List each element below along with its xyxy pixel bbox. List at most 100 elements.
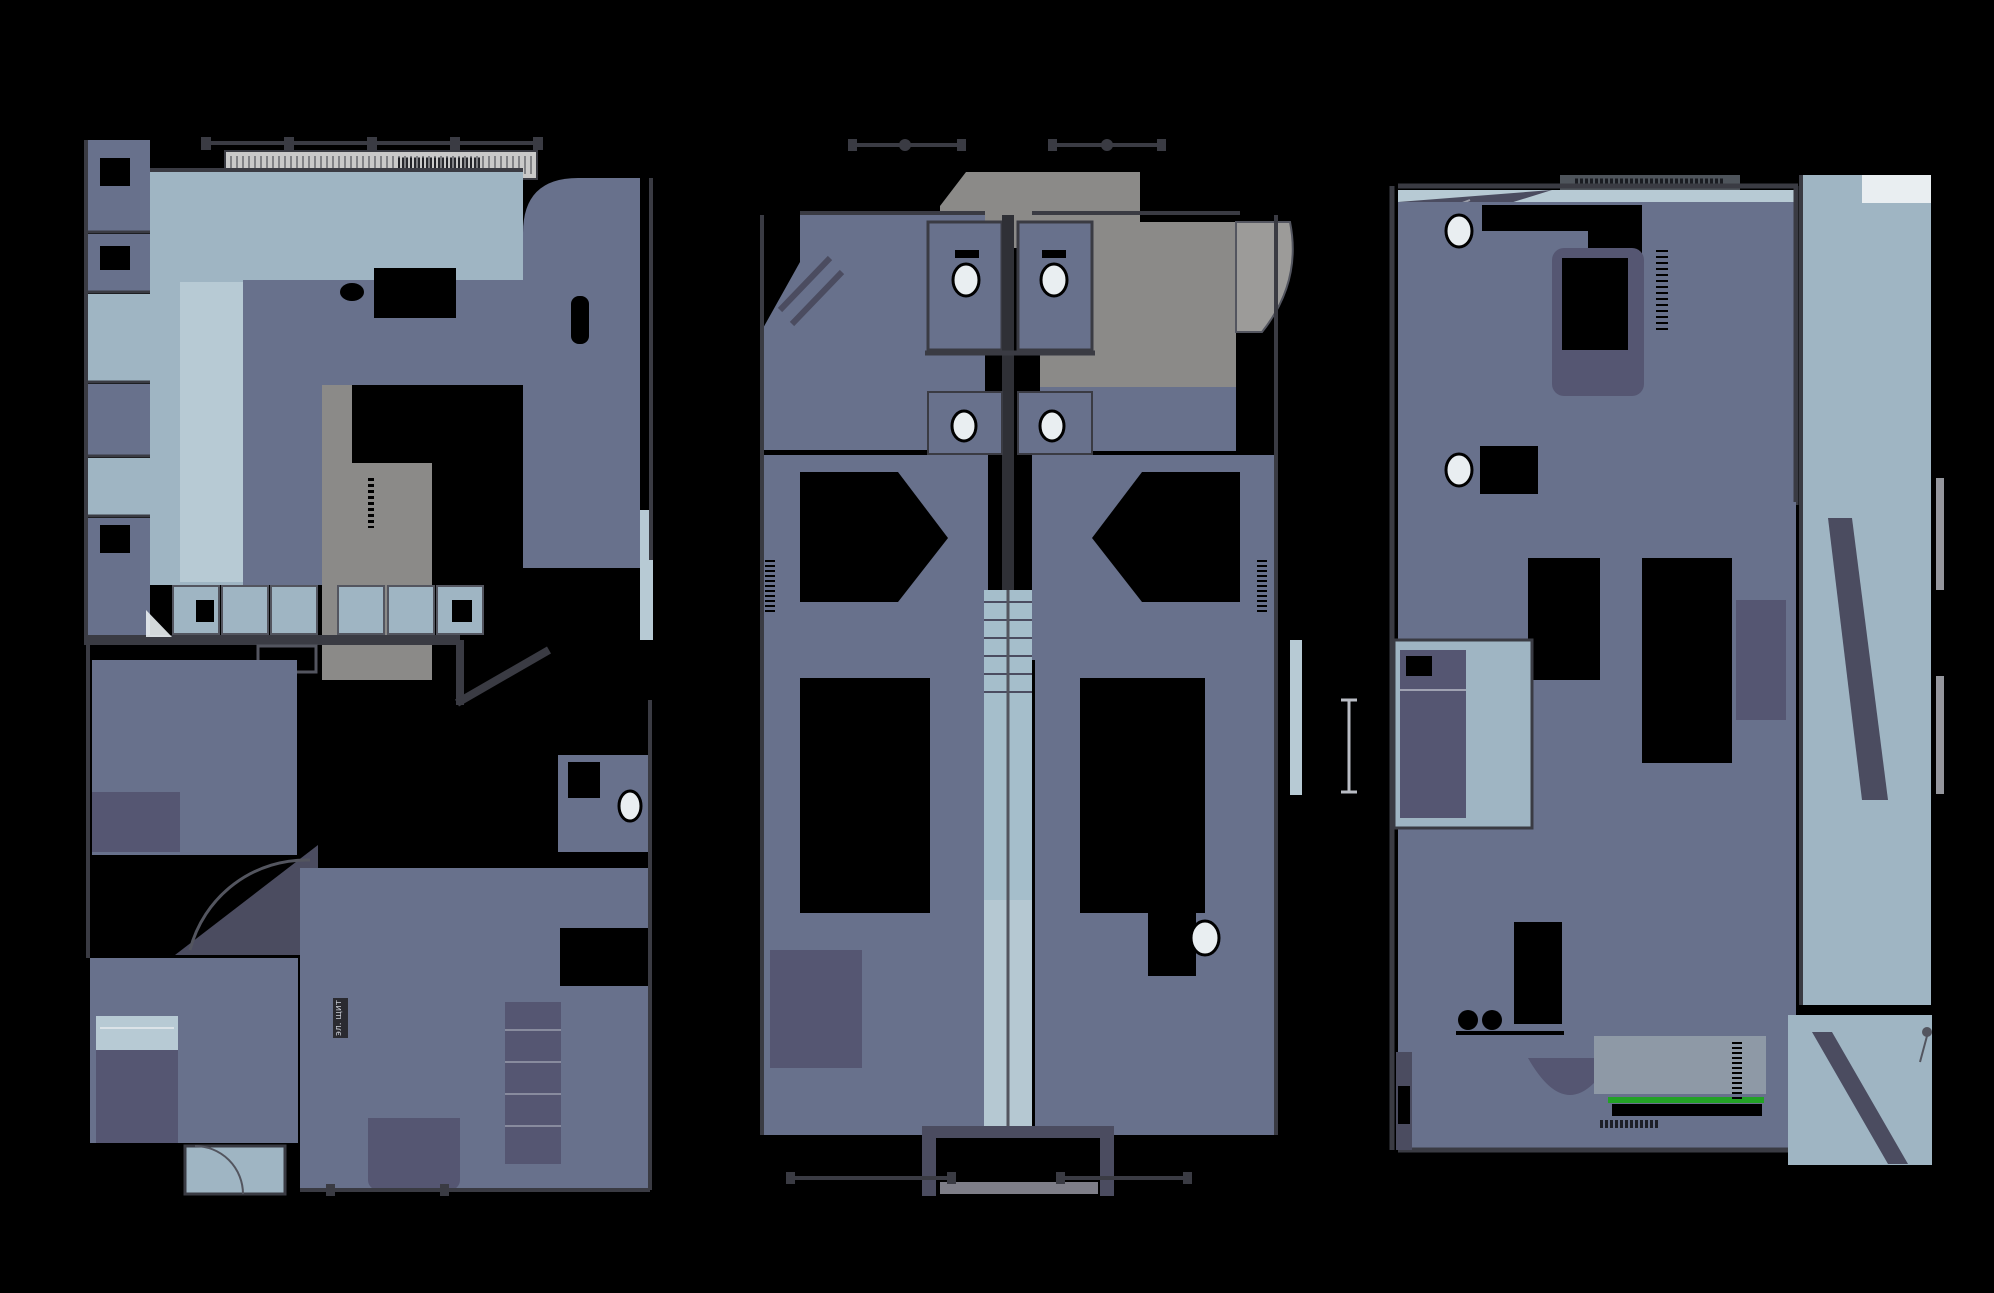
rail-post — [1048, 139, 1057, 151]
closet-cell — [337, 585, 385, 635]
toilet-tank — [955, 250, 979, 258]
rail-post — [957, 139, 966, 151]
plan-right — [1389, 175, 1944, 1165]
room-void — [1528, 558, 1600, 680]
work-table — [1514, 922, 1562, 1024]
bathroom-2 — [927, 391, 1003, 455]
rail-post — [284, 137, 294, 150]
dormer — [1235, 221, 1294, 333]
balcony-notch — [1862, 175, 1931, 203]
attic-corner-cut — [940, 172, 966, 206]
rail-post — [201, 137, 211, 150]
rail-post — [848, 139, 857, 151]
toilet — [950, 409, 978, 443]
plan-middle — [760, 139, 1357, 1196]
rounded-room — [523, 178, 640, 568]
rail-post — [367, 137, 377, 150]
pillow — [1406, 656, 1432, 676]
rail-post — [786, 1172, 795, 1184]
bath-fixture — [568, 762, 600, 798]
chair — [1482, 1010, 1502, 1030]
door-leaf-strip — [1290, 640, 1302, 795]
vanity — [1148, 898, 1196, 976]
plan-left — [84, 137, 653, 1196]
bed-dark — [1092, 472, 1240, 602]
bed — [1400, 650, 1466, 818]
rail-post — [533, 137, 543, 150]
portal-jamb — [922, 1138, 936, 1196]
room-void — [1642, 558, 1732, 763]
survey-pin-stem — [1919, 1035, 1928, 1063]
long-desk — [1594, 1036, 1766, 1094]
survey-pin — [1922, 1027, 1932, 1037]
fixture — [1480, 446, 1538, 494]
edge-strip — [1936, 676, 1944, 794]
closet-cell — [436, 585, 484, 635]
toilet — [617, 789, 643, 823]
shelving — [505, 1002, 561, 1164]
toilet-tank — [1042, 250, 1066, 258]
toilet — [951, 262, 981, 298]
window-slot — [571, 296, 589, 344]
cell-door-glyph — [100, 158, 130, 186]
portal-void — [936, 1138, 1100, 1182]
storage-cell — [88, 294, 150, 382]
closet-door-glyph — [452, 600, 472, 622]
desk — [560, 928, 648, 986]
closet-door-glyph — [196, 600, 214, 622]
corridor-wall-diagonal — [455, 646, 551, 707]
closet-cell — [221, 585, 269, 635]
cell-door-glyph — [100, 246, 130, 270]
chair-mark — [340, 283, 364, 301]
rail-post — [1056, 1172, 1065, 1184]
toilet — [1189, 919, 1221, 957]
rail-post — [1157, 139, 1166, 151]
balcony-top — [1803, 175, 1931, 505]
arc-bump — [1528, 1058, 1612, 1095]
light-shaft — [180, 282, 243, 582]
island-void — [1562, 258, 1628, 350]
window-bay-line — [789, 269, 845, 327]
chair — [1458, 1010, 1478, 1030]
radiator-core — [1398, 1086, 1410, 1124]
window-bay-line — [777, 255, 833, 313]
cell-door-glyph — [100, 525, 130, 553]
toilet — [1444, 213, 1474, 249]
electrical-panel-box — [333, 998, 348, 1038]
rail-node — [899, 139, 911, 151]
rail-post — [450, 137, 460, 150]
door-swing-wedge — [146, 610, 172, 637]
el-shchit-label: эл. щит — [334, 1000, 344, 1036]
toilet — [1038, 409, 1066, 443]
rail-node — [1101, 139, 1113, 151]
storage-cell — [88, 458, 150, 516]
toilet — [1444, 452, 1474, 488]
bed-dark — [800, 472, 948, 602]
cabinet — [770, 950, 862, 1068]
wardrobe — [1736, 600, 1786, 720]
closet-cell — [270, 585, 318, 635]
portal-lintel — [922, 1126, 1114, 1138]
rail-post — [947, 1172, 956, 1184]
portal-threshold — [940, 1182, 1098, 1194]
edge-strip — [1936, 478, 1944, 590]
stair-wedge — [175, 845, 318, 955]
mid-floor-lower — [243, 385, 322, 585]
toilet — [1039, 262, 1069, 298]
rail-post — [1183, 1172, 1192, 1184]
balcony-bottom — [183, 1144, 287, 1196]
bed-mattress — [96, 1016, 178, 1050]
showroom-floor — [150, 172, 523, 280]
storage-cell — [88, 384, 150, 456]
green-accent-line — [1608, 1097, 1764, 1103]
room-void — [800, 678, 930, 913]
room-void — [1080, 678, 1205, 913]
ramp-diagonal — [1828, 518, 1888, 800]
stair-arc — [188, 858, 311, 951]
wardrobe — [92, 792, 180, 852]
table — [374, 268, 456, 318]
desk-shadow-bar — [1612, 1104, 1762, 1116]
bottom-center-room — [300, 868, 650, 1190]
